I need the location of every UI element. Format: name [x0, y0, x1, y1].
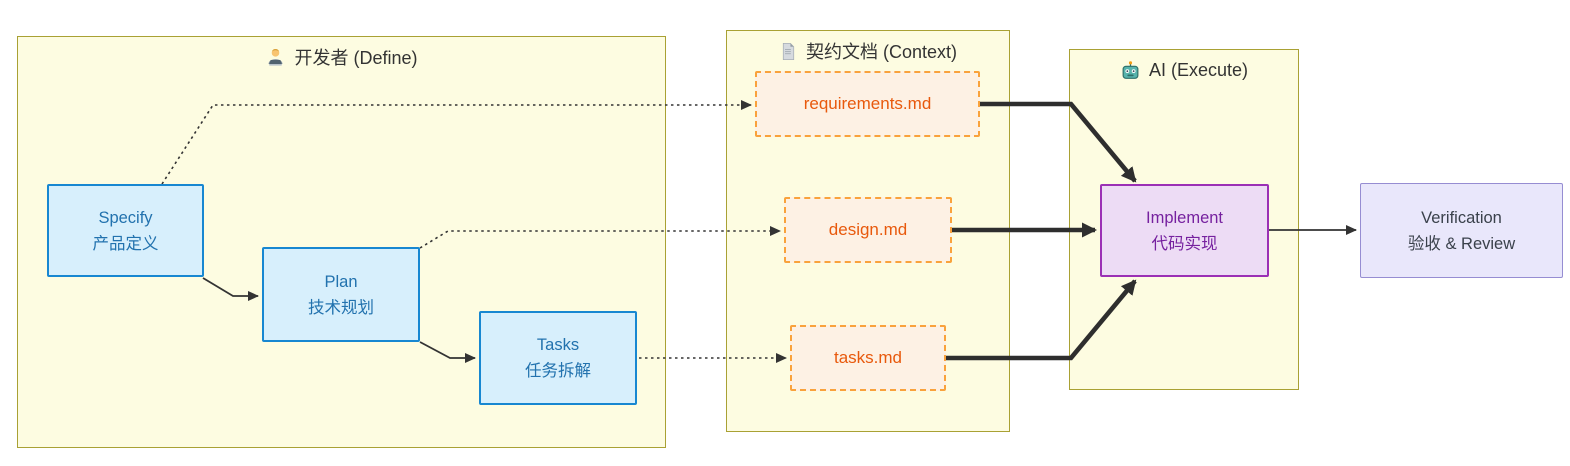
node-verification-subtitle: 验收 & Review [1407, 234, 1516, 253]
edge-specify-to-plan [202, 277, 259, 301]
node-implement-subtitle: 代码实现 [1151, 234, 1218, 253]
robot-icon [1120, 60, 1141, 81]
edge-specify-to-requirements [161, 100, 752, 185]
node-specify: Specify 产品定义 [47, 184, 204, 277]
node-implement-title: Implement [1145, 208, 1224, 227]
node-plan-subtitle: 技术规划 [308, 298, 374, 317]
node-plan: Plan 技术规划 [262, 247, 420, 342]
edge-requirements-to-implement [980, 101, 1137, 183]
group-context-title: 契约文档 (Context) [727, 36, 1009, 66]
group-developer-title: 开发者 (Define) [18, 42, 665, 72]
node-tasks-subtitle: 任务拆解 [525, 362, 591, 380]
edge-plan-to-tasks [419, 341, 476, 363]
node-tasks-title: Tasks [536, 336, 580, 354]
node-plan-title: Plan [324, 272, 358, 291]
node-verification: Verification 验收 & Review [1360, 183, 1563, 278]
edge-plan-to-design [419, 226, 781, 249]
node-specify-title: Specify [98, 208, 153, 227]
node-verification-title: Verification [1421, 208, 1502, 227]
node-specify-subtitle: 产品定义 [92, 234, 159, 253]
edge-tasksmd-to-implement [946, 279, 1137, 361]
node-design-md: design.md [784, 197, 952, 263]
group-ai-title: AI (Execute) [1070, 55, 1298, 85]
node-requirements-md-label: requirements.md [803, 94, 932, 113]
group-context-label: 契约文档 (Context) [805, 42, 958, 62]
developer-icon [265, 47, 286, 68]
group-developer-label: 开发者 (Define) [294, 48, 418, 68]
node-requirements-md: requirements.md [755, 71, 980, 137]
node-tasks: Tasks 任务拆解 [479, 311, 637, 405]
node-tasks-md: tasks.md [790, 325, 946, 391]
node-implement: Implement 代码实现 [1100, 184, 1269, 277]
group-ai-label: AI (Execute) [1148, 59, 1249, 80]
document-icon [779, 42, 798, 61]
node-tasks-md-label: tasks.md [833, 348, 903, 367]
node-design-md-label: design.md [828, 220, 908, 239]
